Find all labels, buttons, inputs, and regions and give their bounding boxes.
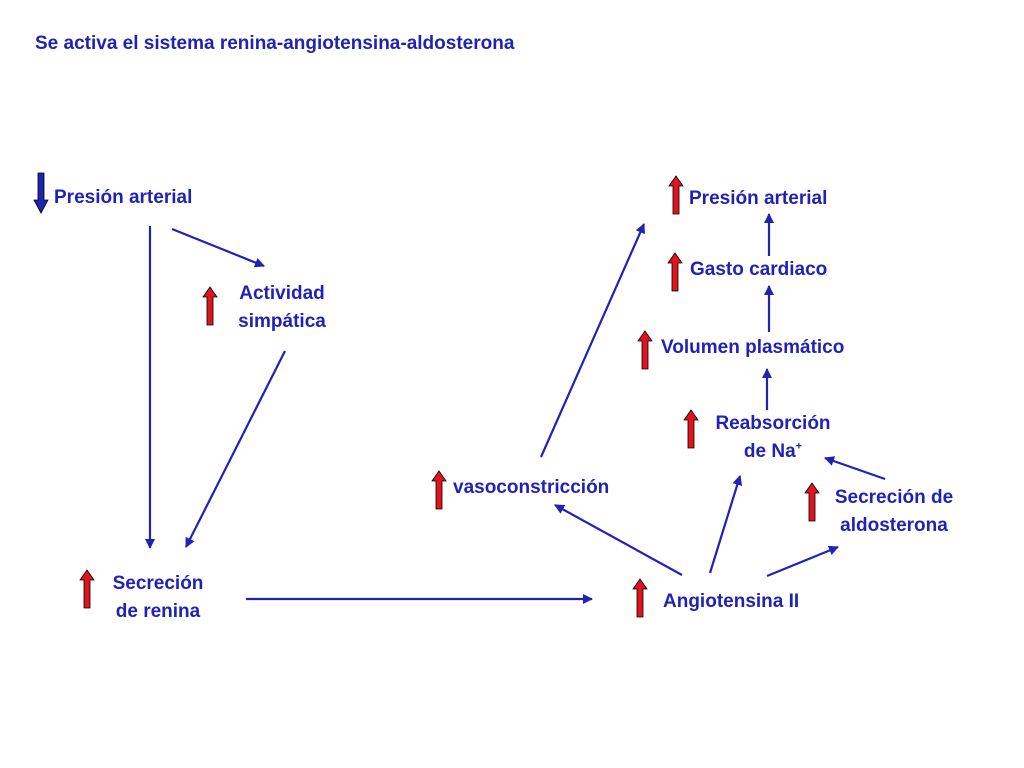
node-vasoconstriccion: vasoconstricción: [453, 477, 610, 498]
increase-arrow-icon: [804, 482, 820, 522]
node-secrecion-renina-line2: de renina: [115, 601, 201, 622]
sodium-charge-superscript: +: [795, 440, 803, 453]
node-reabsorcion-line1: Reabsorción: [715, 413, 831, 434]
increase-arrow-icon: [683, 409, 699, 449]
increase-arrow-icon: [637, 330, 653, 370]
node-gasto-cardiaco: Gasto cardiaco: [690, 259, 828, 280]
increase-arrow-icon: [667, 252, 683, 292]
node-actividad-simpatica: Actividad simpática: [224, 280, 340, 336]
node-presion-arterial-high: Presión arterial: [689, 188, 828, 209]
node-actividad-simpatica-line2: simpática: [238, 311, 326, 332]
connector-presion-to-simpatica: [171, 227, 265, 268]
node-angiotensina: Angiotensina II: [663, 591, 800, 612]
node-secrecion-aldosterona-line2: aldosterona: [840, 515, 948, 536]
increase-arrow-icon: [202, 286, 218, 326]
increase-arrow-icon: [632, 578, 648, 618]
node-secrecion-renina: Secreción de renina: [96, 570, 220, 626]
node-volumen-plasmatico: Volumen plasmático: [661, 337, 845, 358]
decrease-arrow-icon: [33, 172, 49, 214]
node-secrecion-aldosterona: Secreción de aldosterona: [818, 484, 970, 540]
node-secrecion-aldosterona-line1: Secreción de: [834, 487, 954, 508]
node-secrecion-renina-line1: Secreción: [112, 573, 204, 594]
node-presion-arterial-low: Presión arterial: [54, 187, 193, 208]
slide-title: Se activa el sistema renina-angiotensina…: [35, 33, 515, 54]
connector-angiotensina-to-reabsorcion: [708, 475, 743, 574]
connector-aldosterona-to-reabsorcion: [824, 456, 886, 481]
connector-angiotensina-to-vasoconstriccion: [554, 504, 683, 576]
connector-simpatica-to-renina: [185, 350, 286, 548]
node-reabsorcion-text: de Na: [743, 441, 796, 462]
increase-arrow-icon: [668, 175, 684, 215]
connector-angiotensina-to-aldosterona: [766, 545, 839, 578]
node-reabsorcion-na: Reabsorción de Na+: [701, 410, 845, 466]
node-actividad-simpatica-line1: Actividad: [239, 283, 325, 304]
node-reabsorcion-line2: de Na+: [701, 438, 845, 466]
increase-arrow-icon: [79, 569, 95, 609]
increase-arrow-icon: [431, 470, 447, 510]
connector-vasoconstriccion-to-presion: [539, 223, 646, 458]
